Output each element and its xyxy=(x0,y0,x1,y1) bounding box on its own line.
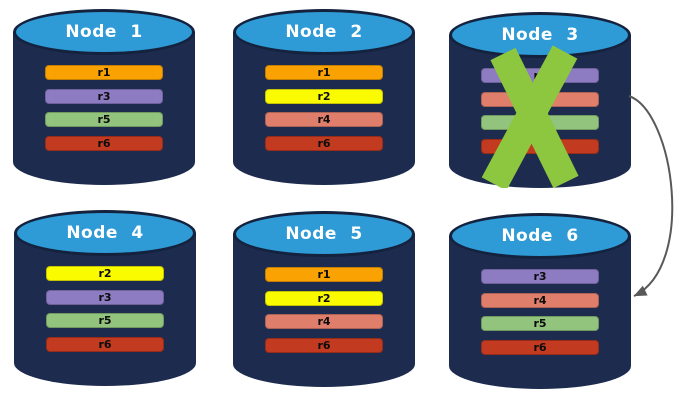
node-2-replica-r6: r6 xyxy=(265,135,383,151)
node-2-replica-r4: r4 xyxy=(265,112,383,127)
replica-label: r4 xyxy=(533,293,547,307)
node-1-replica-r3: r3 xyxy=(45,88,163,104)
cylinder-top-cap: Node 3 xyxy=(449,12,631,58)
node-title: Node 4 xyxy=(66,222,144,243)
node-1-replica-r5: r5 xyxy=(45,112,163,127)
replica-label: r1 xyxy=(317,66,331,79)
node-5: Node 5 r1 r2 r4 r6 xyxy=(233,211,415,387)
node-5-replica-r4: r4 xyxy=(265,314,383,329)
replica-label: r2 xyxy=(98,267,112,280)
replica-label: r3 xyxy=(98,290,112,304)
replica-label: r5 xyxy=(98,314,112,327)
node-4: Node 4 r2 r3 r5 r6 xyxy=(14,210,196,386)
node-4-replica-r6: r6 xyxy=(46,336,164,352)
replica-label: r4 xyxy=(317,315,331,328)
node-5-replica-r1: r1 xyxy=(265,267,383,282)
node-title: Node 2 xyxy=(285,21,363,42)
node-4-replica-r2: r2 xyxy=(46,266,164,281)
node-6-replica-r3: r3 xyxy=(481,269,599,284)
replica-list: r1 r2 r4 r6 xyxy=(233,211,415,387)
replica-label: r5 xyxy=(97,113,111,126)
node-6-replica-r5: r5 xyxy=(481,316,599,331)
failure-x-icon xyxy=(481,45,579,188)
replica-label: r6 xyxy=(533,340,547,354)
node-2: Node 2 r1 r2 r4 r6 xyxy=(233,9,415,185)
cylinder-top-cap: Node 4 xyxy=(14,210,196,256)
cylinder-top-cap: Node 2 xyxy=(233,9,415,55)
node-title: Node 5 xyxy=(285,223,363,244)
replica-list: r1 r2 r4 r6 xyxy=(233,9,415,185)
cylinder-top-cap: Node 6 xyxy=(449,213,631,259)
node-6-replica-r4: r4 xyxy=(481,292,599,308)
replica-list: r3 r4 r5 r6 xyxy=(449,213,631,389)
cylinder-top-cap: Node 1 xyxy=(13,9,195,55)
replica-label: r2 xyxy=(317,89,331,103)
arrow-path xyxy=(628,95,674,297)
replica-list: r2 r3 r5 r6 xyxy=(14,210,196,386)
replica-label: r1 xyxy=(317,268,331,281)
replica-label: r2 xyxy=(317,291,331,305)
node-title: Node 3 xyxy=(501,24,579,45)
node-2-replica-r2: r2 xyxy=(265,88,383,104)
node-1-replica-r1: r1 xyxy=(45,65,163,80)
replica-label: r6 xyxy=(317,338,331,352)
replica-list: r1 r3 r5 r6 xyxy=(13,9,195,185)
cylinder-top-cap: Node 5 xyxy=(233,211,415,257)
replica-label: r5 xyxy=(533,317,547,330)
node-5-replica-r2: r2 xyxy=(265,290,383,306)
node-4-replica-r3: r3 xyxy=(46,289,164,305)
node-title: Node 1 xyxy=(65,21,143,42)
replica-label: r4 xyxy=(317,113,331,126)
node-1: Node 1 r1 r3 r5 r6 xyxy=(13,9,195,185)
replica-label: r3 xyxy=(97,89,111,103)
node-6-replica-r6: r6 xyxy=(481,339,599,355)
node-2-replica-r1: r1 xyxy=(265,65,383,80)
node-6: Node 6 r3 r4 r5 r6 xyxy=(449,213,631,389)
node-title: Node 6 xyxy=(501,225,579,246)
replica-label: r3 xyxy=(533,270,547,283)
replica-label: r6 xyxy=(98,337,112,351)
node-1-replica-r6: r6 xyxy=(45,135,163,151)
replica-label: r6 xyxy=(317,136,331,150)
node-4-replica-r5: r5 xyxy=(46,313,164,328)
replica-label: r1 xyxy=(97,66,111,79)
replica-label: r6 xyxy=(97,136,111,150)
node-5-replica-r6: r6 xyxy=(265,337,383,353)
